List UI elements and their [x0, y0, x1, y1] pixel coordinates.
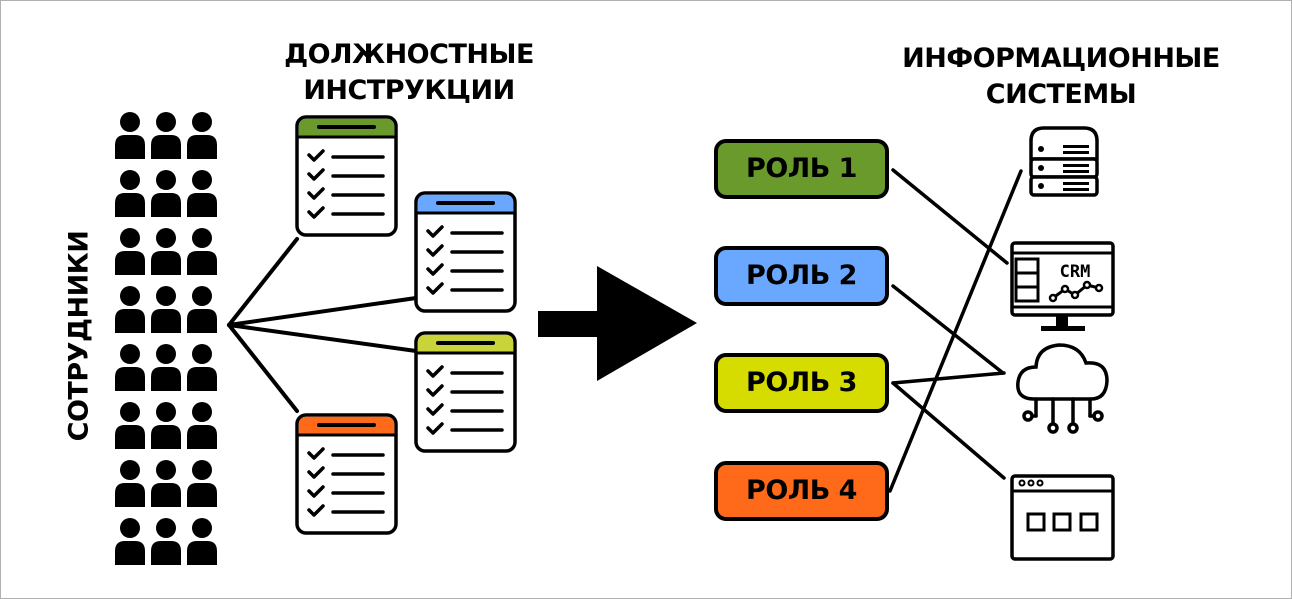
checkmark-icon — [426, 244, 444, 257]
checkmark-icon — [307, 504, 325, 517]
person-icon — [187, 228, 217, 275]
link-line — [227, 296, 418, 327]
instruction-document-icon — [414, 331, 517, 453]
person-icon — [115, 402, 145, 449]
crm-label: CRM — [1060, 262, 1091, 282]
person-icon — [151, 170, 181, 217]
person-icon — [151, 228, 181, 275]
role-to-system-lines — [888, 168, 1023, 493]
person-icon — [187, 112, 217, 159]
heading-line: ДОЛЖНОСТНЫЕ — [284, 39, 534, 70]
person-icon — [187, 344, 217, 391]
role-4-box: РОЛЬ 4 — [714, 461, 889, 521]
checkmark-icon — [426, 422, 444, 435]
checkmark-icon — [426, 403, 444, 416]
checkmark-icon — [307, 466, 325, 479]
link-line — [891, 284, 1005, 375]
server-icon — [1029, 126, 1099, 197]
employee-people-grid — [115, 112, 217, 565]
person-icon — [115, 344, 145, 391]
job-instructions-heading: ДОЛЖНОСТНЫЕ ИНСТРУКЦИИ — [259, 37, 559, 109]
person-icon — [151, 112, 181, 159]
checkmark-icon — [307, 206, 325, 219]
heading-line: СИСТЕМЫ — [985, 79, 1137, 110]
instruction-documents — [295, 115, 517, 535]
link-line — [891, 371, 1006, 385]
person-icon — [151, 344, 181, 391]
checkmark-icon — [426, 282, 444, 295]
person-icon — [151, 402, 181, 449]
checkmark-icon — [426, 263, 444, 276]
employee-to-instruction-lines — [227, 237, 418, 413]
person-icon — [115, 286, 145, 333]
link-line — [227, 323, 299, 413]
checkmark-icon — [307, 168, 325, 181]
checkmark-icon — [307, 485, 325, 498]
person-icon — [151, 460, 181, 507]
instruction-document-icon — [295, 115, 398, 237]
instruction-document-icon — [414, 191, 517, 313]
person-icon — [187, 460, 217, 507]
person-icon — [115, 170, 145, 217]
person-icon — [115, 460, 145, 507]
person-icon — [187, 518, 217, 565]
role-2-box: РОЛЬ 2 — [714, 246, 889, 306]
checkmark-icon — [307, 447, 325, 460]
information-systems-heading: ИНФОРМАЦИОННЫЕ СИСТЕМЫ — [881, 41, 1241, 113]
arrow-right-icon — [538, 266, 697, 381]
checkmark-icon — [426, 225, 444, 238]
checkmark-icon — [426, 365, 444, 378]
checkmark-icon — [426, 384, 444, 397]
person-icon — [187, 402, 217, 449]
link-line — [891, 381, 1006, 480]
crm-monitor-icon: CRM — [1010, 241, 1115, 331]
cloud-icon — [1016, 343, 1109, 434]
link-line — [888, 169, 1023, 493]
heading-line: ИНФОРМАЦИОННЫЕ — [902, 43, 1220, 74]
browser-window-icon — [1010, 474, 1115, 561]
link-line — [227, 323, 418, 353]
person-icon — [115, 228, 145, 275]
checkmark-icon — [307, 149, 325, 162]
heading-line: ИНСТРУКЦИИ — [303, 75, 515, 106]
employees-label: СОТРУДНИКИ — [63, 230, 95, 442]
role-1-box: РОЛЬ 1 — [714, 139, 889, 199]
person-icon — [187, 286, 217, 333]
link-line — [227, 237, 299, 327]
checkmark-icon — [307, 187, 325, 200]
instruction-document-icon — [295, 413, 398, 535]
person-icon — [187, 170, 217, 217]
person-icon — [151, 518, 181, 565]
person-icon — [151, 286, 181, 333]
role-3-box: РОЛЬ 3 — [714, 353, 889, 413]
person-icon — [115, 518, 145, 565]
person-icon — [115, 112, 145, 159]
